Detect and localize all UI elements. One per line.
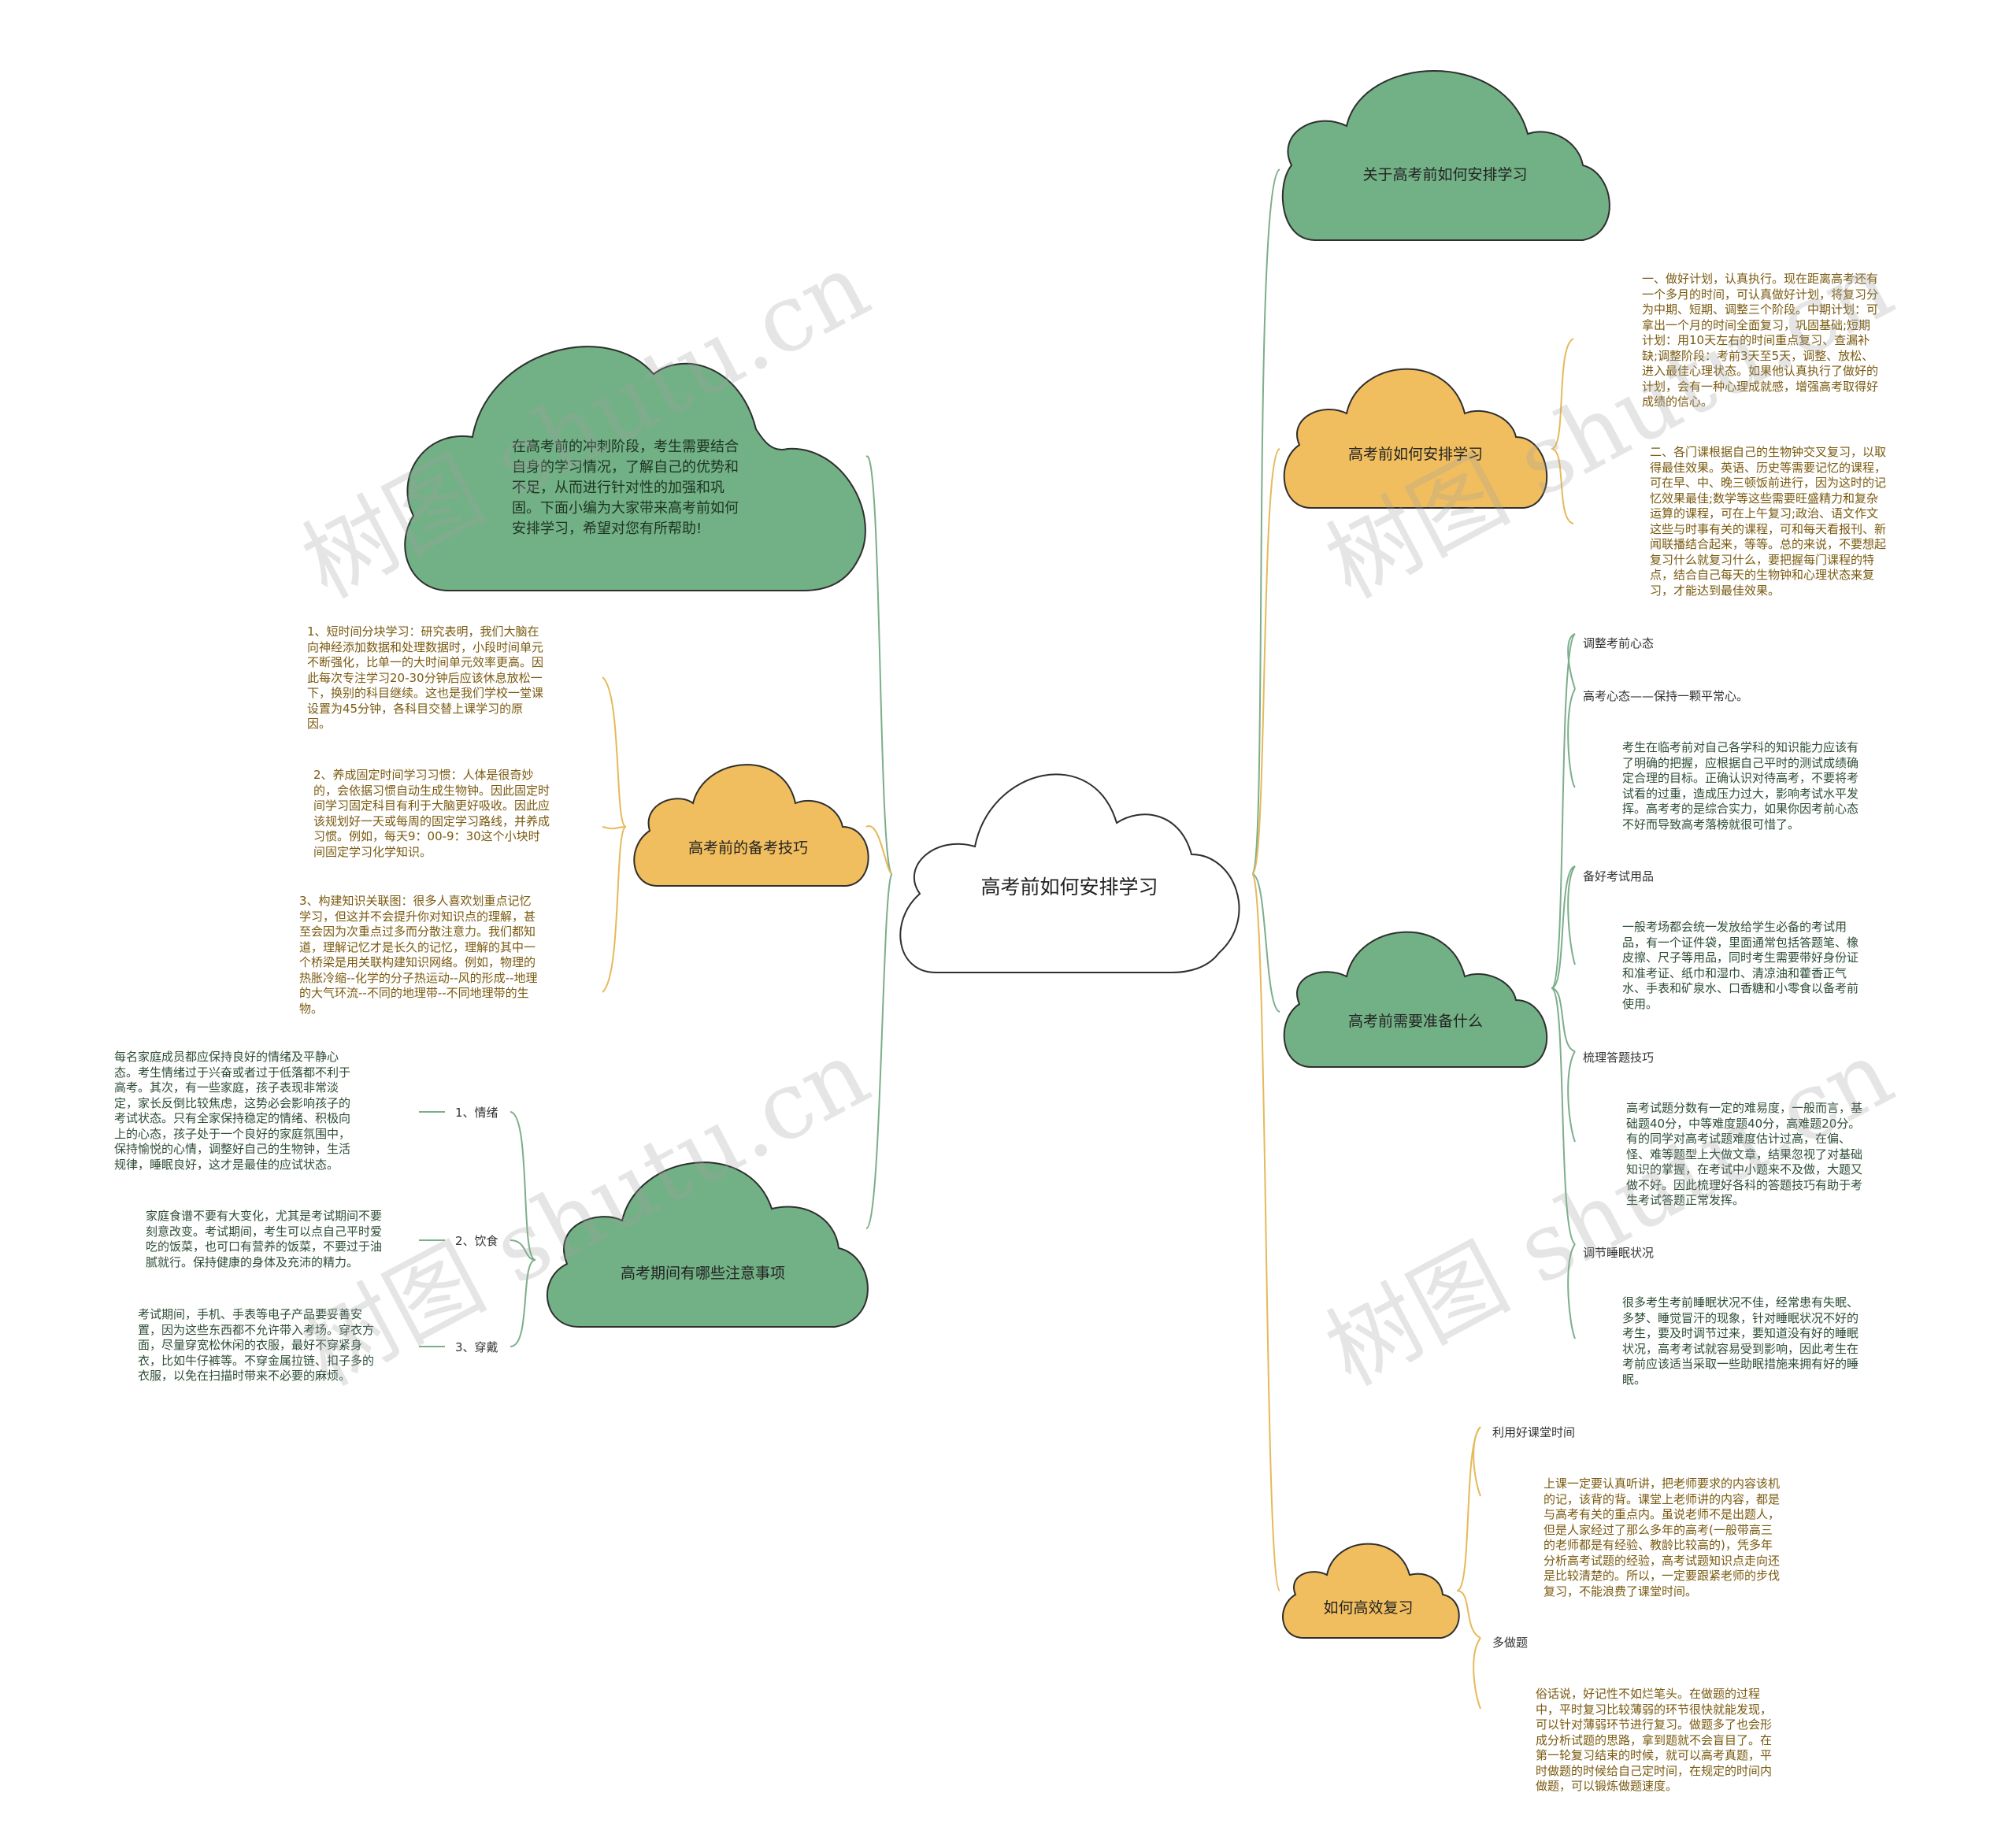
tips-title: 高考前的备考技巧 — [687, 839, 808, 857]
link-center-tips — [865, 825, 893, 875]
intro-node[interactable]: 在高考前的冲刺阶段，考生需要结合自身的学习情况，了解自己的优势和不足，从而进行针… — [394, 319, 870, 595]
link-center-attention — [865, 873, 893, 1229]
prepare-text-2: 一般考场都会统一发放给学生必备的考试用品，有一个证件袋，里面通常包括答题笔、橡皮… — [1622, 920, 1859, 1011]
tips-item-1: 1、短时间分块学习：研究表明，我们大脑在向神经添加数据和处理数据时，小段时间单元… — [307, 624, 544, 731]
attention-label-3: 3、穿戴 — [455, 1340, 498, 1354]
efficient-label-2: 多做题 — [1492, 1636, 1529, 1650]
arrange-node[interactable]: 高考前如何安排学习 — [1276, 350, 1555, 512]
intro-text: 在高考前的冲刺阶段，考生需要结合自身的学习情况，了解自己的优势和不足，从而进行针… — [512, 439, 739, 537]
attention-label-2: 2、饮食 — [455, 1234, 498, 1248]
attention-node[interactable]: 高考期间有哪些注意事项 — [536, 1138, 870, 1331]
efficient-title: 如何高效复习 — [1323, 1599, 1414, 1617]
attention-label-1: 1、情绪 — [455, 1106, 498, 1120]
about-node[interactable]: 关于高考前如何安排学习 — [1276, 47, 1614, 244]
tips-item-3: 3、构建知识关联图：很多人喜欢划重点记忆学习，但这并不会提升你对知识点的理解，甚… — [299, 894, 538, 1016]
center-node[interactable]: 高考前如何安排学习 — [888, 736, 1251, 980]
tips-item-2: 2、养成固定时间学习习惯：人体是很奇妙的，会依据习惯自动生成生物钟。因此固定时间… — [313, 768, 550, 859]
attention-text-1: 每名家庭成员都应保持良好的情绪及平静心态。考生情绪过于兴奋或者过于低落都不利于高… — [114, 1050, 351, 1172]
attention-text-3: 考试期间，手机、手表等电子产品要妥善安置，因为这些东西都不允许带入考场。穿衣方面… — [138, 1307, 375, 1383]
attention-title: 高考期间有哪些注意事项 — [620, 1264, 785, 1282]
attention-text-2: 家庭食谱不要有大变化，尤其是考试期间不要刻意改变。考试期间，考生可以点自己平时爱… — [146, 1209, 383, 1269]
link-center-about — [1251, 169, 1280, 875]
prepare-text-3: 高考试题分数有一定的难易度，一般而言，基础题40分，中等难度题40分，高难题20… — [1626, 1101, 1863, 1207]
arrange-item-2: 二、各门课根据自己的生物钟交叉复习，以取得最佳效果。英语、历史等需要记忆的课程，… — [1650, 445, 1887, 598]
link-center-prepare — [1251, 873, 1280, 1013]
about-title: 关于高考前如何安排学习 — [1362, 165, 1528, 183]
arrange-title: 高考前如何安排学习 — [1347, 445, 1483, 463]
link-center-efficient — [1251, 873, 1280, 1591]
link-center-intro — [865, 455, 893, 875]
prepare-label-1: 调整考前心态 — [1583, 636, 1655, 650]
prepare-label-2: 备好考试用品 — [1583, 869, 1655, 884]
prepare-text-1: 考生在临考前对自己各学科的知识能力应该有了明确的把握，应根据自己平时的测试成绩确… — [1622, 740, 1859, 832]
efficient-text-2: 俗话说，好记性不如烂笔头。在做题的过程中，平时复习比较薄弱的环节很快就能发现，可… — [1536, 1687, 1773, 1793]
efficient-label-1: 利用好课堂时间 — [1492, 1425, 1576, 1439]
center-title: 高考前如何安排学习 — [980, 876, 1158, 898]
prepare-node[interactable]: 高考前需要准备什么 — [1276, 913, 1555, 1071]
link-center-arrange — [1251, 448, 1280, 875]
efficient-text-1: 上课一定要认真听讲，把老师要求的内容该机的记，该背的背。课堂上老师讲的内容，都是… — [1544, 1476, 1781, 1599]
prepare-sub-1: 高考心态——保持一颗平常心。 — [1583, 689, 1749, 703]
tips-node[interactable]: 高考前的备考技巧 — [626, 748, 870, 890]
prepare-label-4: 调节睡眠状况 — [1583, 1246, 1655, 1260]
prepare-label-3: 梳理答题技巧 — [1583, 1050, 1655, 1065]
efficient-node[interactable]: 如何高效复习 — [1276, 1532, 1461, 1642]
prepare-title: 高考前需要准备什么 — [1347, 1012, 1483, 1030]
arrange-item-1: 一、做好计划，认真执行。现在距离高考还有一个多月的时间，可认真做好计划，将复习分… — [1642, 272, 1879, 409]
prepare-text-4: 很多考生考前睡眠状况不佳，经常患有失眠、多梦、睡觉冒汗的现象，针对睡眠状况不好的… — [1622, 1295, 1859, 1387]
